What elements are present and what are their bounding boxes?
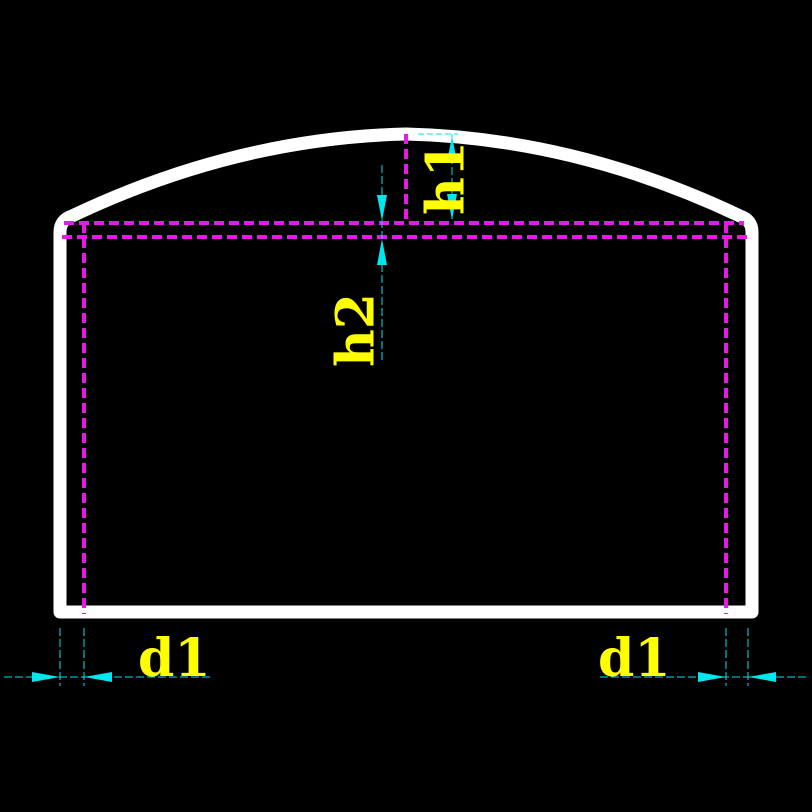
h1-arrow-top xyxy=(447,136,457,162)
h1-arrow-bottom xyxy=(447,194,457,220)
dimension-lines xyxy=(4,133,808,686)
d1-left-arrow-a xyxy=(32,672,60,682)
h2-arrow-bottom xyxy=(377,239,387,265)
d1-left-label: d1 xyxy=(138,628,211,689)
vessel-outline xyxy=(53,127,759,619)
h2-arrow-top xyxy=(377,195,387,221)
d1-left-arrow-b xyxy=(84,672,112,682)
d1-right-label: d1 xyxy=(598,628,671,689)
h2-label: h2 xyxy=(326,293,387,367)
d1-right-arrow-a xyxy=(698,672,726,682)
d1-right-arrow-b xyxy=(748,672,776,682)
reference-lines xyxy=(62,134,750,614)
h1-label: h1 xyxy=(416,141,477,215)
